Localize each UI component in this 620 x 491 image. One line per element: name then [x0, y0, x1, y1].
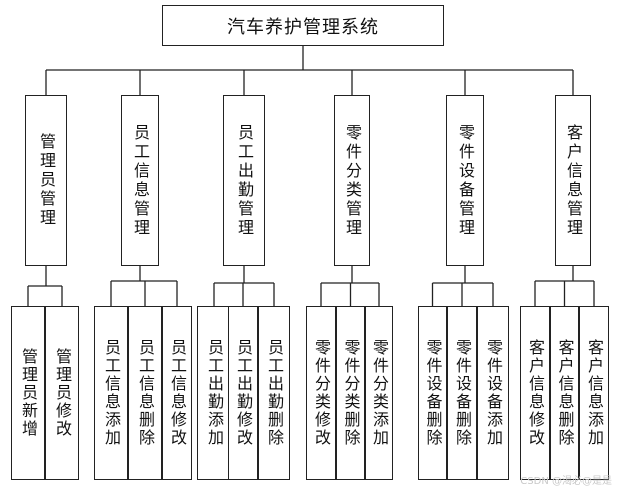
module-node: 零件分类管理	[334, 95, 370, 266]
module-node: 员工出勤管理	[223, 95, 265, 266]
function-node-label: 客户信息删除	[555, 339, 575, 447]
function-node-label: 员工信息删除	[136, 339, 155, 447]
module-node: 管理员管理	[25, 95, 67, 266]
watermark: CSDN @渴必@是是	[520, 476, 612, 487]
function-node: 客户信息修改	[520, 306, 550, 480]
module-node: 客户信息管理	[555, 95, 591, 266]
function-node-label: 零件设备添加	[484, 339, 503, 447]
function-node-label: 零件分类修改	[312, 339, 331, 447]
function-node-label: 管理员修改	[53, 348, 72, 438]
function-node: 零件分类修改	[306, 306, 336, 480]
function-node: 员工出勤添加	[197, 306, 231, 480]
function-node: 管理员修改	[45, 306, 79, 480]
module-node-label: 零件分类管理	[343, 123, 362, 238]
function-node-label: 零件分类删除	[341, 339, 361, 447]
module-node-label: 管理员管理	[37, 133, 56, 228]
function-node: 客户信息删除	[550, 306, 579, 480]
module-node-label: 零件设备管理	[456, 123, 475, 238]
module-node-label: 员工出勤管理	[235, 123, 254, 238]
function-node: 零件分类删除	[336, 306, 365, 480]
function-node-label: 员工信息修改	[168, 339, 187, 447]
module-node-label: 客户信息管理	[564, 123, 583, 238]
module-node: 员工信息管理	[121, 95, 159, 266]
module-node: 零件设备管理	[446, 95, 484, 266]
function-node: 零件设备删除	[447, 306, 477, 480]
function-node: 零件分类添加	[365, 306, 393, 480]
function-node-label: 客户信息添加	[585, 339, 604, 447]
function-node-label: 员工出勤删除	[265, 339, 284, 447]
function-node-label: 管理员新增	[19, 348, 38, 438]
root-node: 汽车养护管理系统	[162, 5, 444, 46]
function-node: 客户信息添加	[579, 306, 609, 480]
function-node: 零件设备删除	[418, 306, 447, 480]
function-node-label: 员工出勤添加	[205, 339, 224, 447]
function-node-label: 零件设备删除	[453, 339, 472, 447]
module-node-label: 员工信息管理	[131, 123, 150, 238]
function-node: 员工出勤修改	[228, 306, 258, 480]
root-node-label: 汽车养护管理系统	[227, 16, 379, 38]
function-node-label: 员工信息添加	[102, 339, 121, 447]
function-node: 员工信息添加	[94, 306, 128, 480]
function-node: 员工信息修改	[162, 306, 192, 480]
function-node: 员工信息删除	[128, 306, 162, 480]
function-node-label: 客户信息修改	[526, 339, 545, 447]
function-node: 零件设备添加	[477, 306, 509, 480]
function-node-label: 零件分类添加	[370, 339, 389, 447]
function-node: 管理员新增	[11, 306, 45, 480]
function-node-label: 员工出勤修改	[234, 339, 253, 447]
function-node-label: 零件设备删除	[423, 339, 443, 447]
function-node: 员工出勤删除	[258, 306, 290, 480]
